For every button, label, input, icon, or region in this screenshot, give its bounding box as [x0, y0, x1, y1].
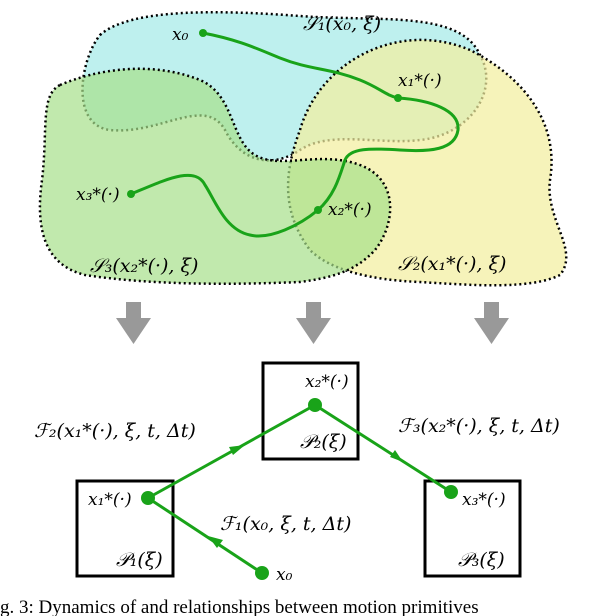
set-s3-region — [38, 67, 392, 285]
transition-f3-arrowhead-icon — [390, 450, 403, 462]
primitive-p2-name: 𝒫₂(ξ) — [300, 431, 347, 453]
transition-f3-line — [314, 403, 452, 494]
primitive-p3-state: x₃*(·) — [462, 490, 506, 510]
primitive-p1-state: x₁*(·) — [88, 490, 132, 510]
node-x0 — [255, 566, 269, 580]
transition-f1-label: ℱ₁(x₀, ξ, t, Δt) — [220, 513, 351, 535]
down-arrow-icon — [474, 302, 509, 344]
down-arrow-icon — [296, 302, 331, 344]
start-state-label: x₀ — [276, 565, 293, 585]
primitive-p3-name: 𝒫₃(ξ) — [458, 549, 505, 571]
transition-f2-label: ℱ₂(x₁*(·), ξ, t, Δt) — [34, 420, 196, 442]
node-x2 — [308, 398, 322, 412]
point-x0 — [199, 29, 207, 37]
set-s2-label: 𝒮₂(x₁*(·), ξ) — [398, 253, 506, 275]
primitive-box-p3 — [423, 479, 522, 578]
set-s1-label: 𝒮₁(x₀, ξ) — [303, 13, 381, 35]
node-x1 — [141, 491, 155, 505]
point-x1-label: x₁*(·) — [398, 71, 442, 91]
transition-f1-line — [147, 496, 263, 575]
point-x2-label: x₂*(·) — [328, 200, 372, 220]
primitive-box-p2 — [261, 361, 360, 461]
down-arrow-icon — [116, 302, 151, 344]
primitive-p1-name: 𝒫₁(ξ) — [116, 549, 163, 571]
point-x0-label: x₀ — [172, 25, 189, 45]
primitive-box-p1 — [75, 479, 175, 578]
node-x3 — [444, 485, 458, 499]
set-s3-label: 𝒮₃(x₂*(·), ξ) — [90, 255, 198, 277]
trajectory-x2-to-x3 — [130, 173, 319, 238]
transition-f3-label: ℱ₃(x₂*(·), ξ, t, Δt) — [398, 415, 560, 437]
point-x3 — [127, 190, 135, 198]
point-x1 — [394, 94, 402, 102]
figure-caption: g. 3: Dynamics of and relationships betw… — [0, 597, 479, 616]
transition-f2-arrowhead-icon — [229, 445, 245, 455]
point-x3-label: x₃*(·) — [76, 185, 120, 205]
point-x2 — [314, 206, 322, 214]
trajectory-x0-to-x1 — [202, 31, 399, 100]
primitive-p2-state: x₂*(·) — [305, 372, 349, 392]
transition-f1-arrowhead-icon — [208, 536, 223, 548]
trajectory-x1-to-x2 — [316, 96, 460, 212]
